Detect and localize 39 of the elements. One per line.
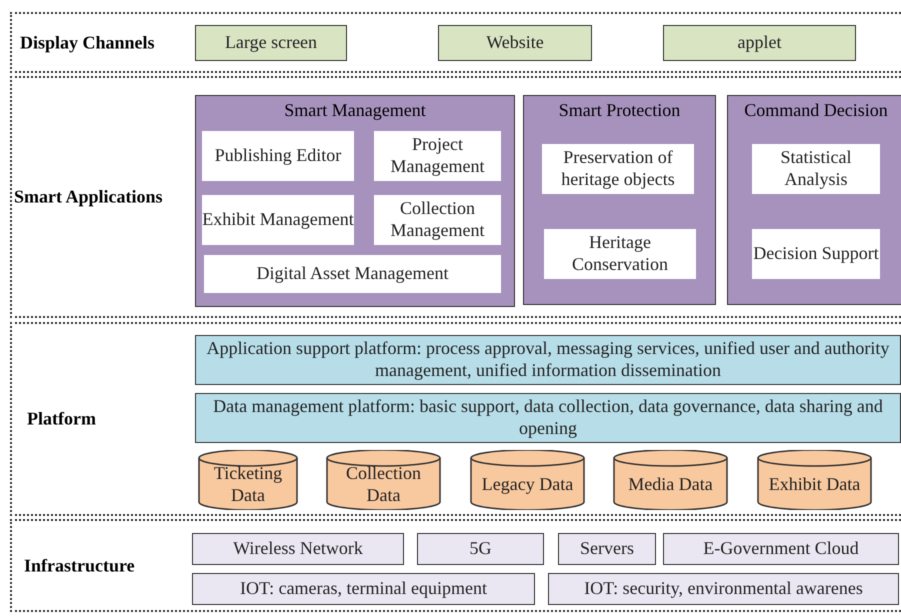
layer-label: Platform: [27, 408, 96, 430]
module-heading: Smart Management: [283, 100, 427, 121]
database-cylinder: Legacy Data: [470, 450, 585, 510]
layer-band: [10, 76, 901, 318]
module-heading: Command Decision: [743, 100, 889, 121]
database-cylinder: Exhibit Data: [757, 450, 872, 510]
infrastructure-box: 5G: [417, 533, 544, 565]
infrastructure-box: E-Government Cloud: [663, 533, 899, 565]
infrastructure-box: IOT: cameras, terminal equipment: [192, 573, 535, 605]
layer-band: [10, 322, 901, 516]
function-box: Collection Management: [374, 195, 501, 245]
function-box: Statistical Analysis: [752, 144, 880, 194]
function-box: Exhibit Management: [202, 195, 354, 245]
database-cylinder: Media Data: [613, 450, 728, 510]
platform-bar: Application support platform: process approval, messaging services, unified user and authority management, unified information dissemination: [195, 335, 901, 385]
layer-label: Display Channels: [20, 32, 155, 53]
module-panel: [727, 95, 901, 305]
channel-box: Website: [438, 25, 592, 61]
function-box: Digital Asset Management: [204, 255, 501, 293]
module-panel: [195, 95, 515, 307]
layer-band: [10, 12, 901, 73]
layer-label: Smart Applications: [14, 186, 163, 208]
infrastructure-box: Wireless Network: [192, 533, 404, 565]
platform-bar: Data management platform: basic support, data collection, data governance, data sharing and opening: [195, 393, 901, 443]
function-box: Heritage Conservation: [544, 229, 696, 279]
layer-label: Infrastructure: [24, 555, 135, 576]
database-cylinder: Ticketing Data: [198, 450, 298, 510]
channel-box: applet: [663, 25, 856, 61]
function-box: Publishing Editor: [202, 131, 354, 181]
function-box: Decision Support: [752, 229, 880, 279]
module-panel: [523, 95, 716, 305]
module-heading: Smart Protection: [558, 100, 682, 121]
channel-box: Large screen: [195, 25, 347, 61]
infrastructure-box: Servers: [558, 533, 656, 565]
function-box: Project Management: [374, 131, 501, 181]
database-cylinder: Collection Data: [326, 450, 441, 510]
infrastructure-box: IOT: security, environmental awarenes: [548, 573, 899, 605]
layer-band: [10, 519, 901, 612]
function-box: Preservation of heritage objects: [542, 144, 694, 194]
